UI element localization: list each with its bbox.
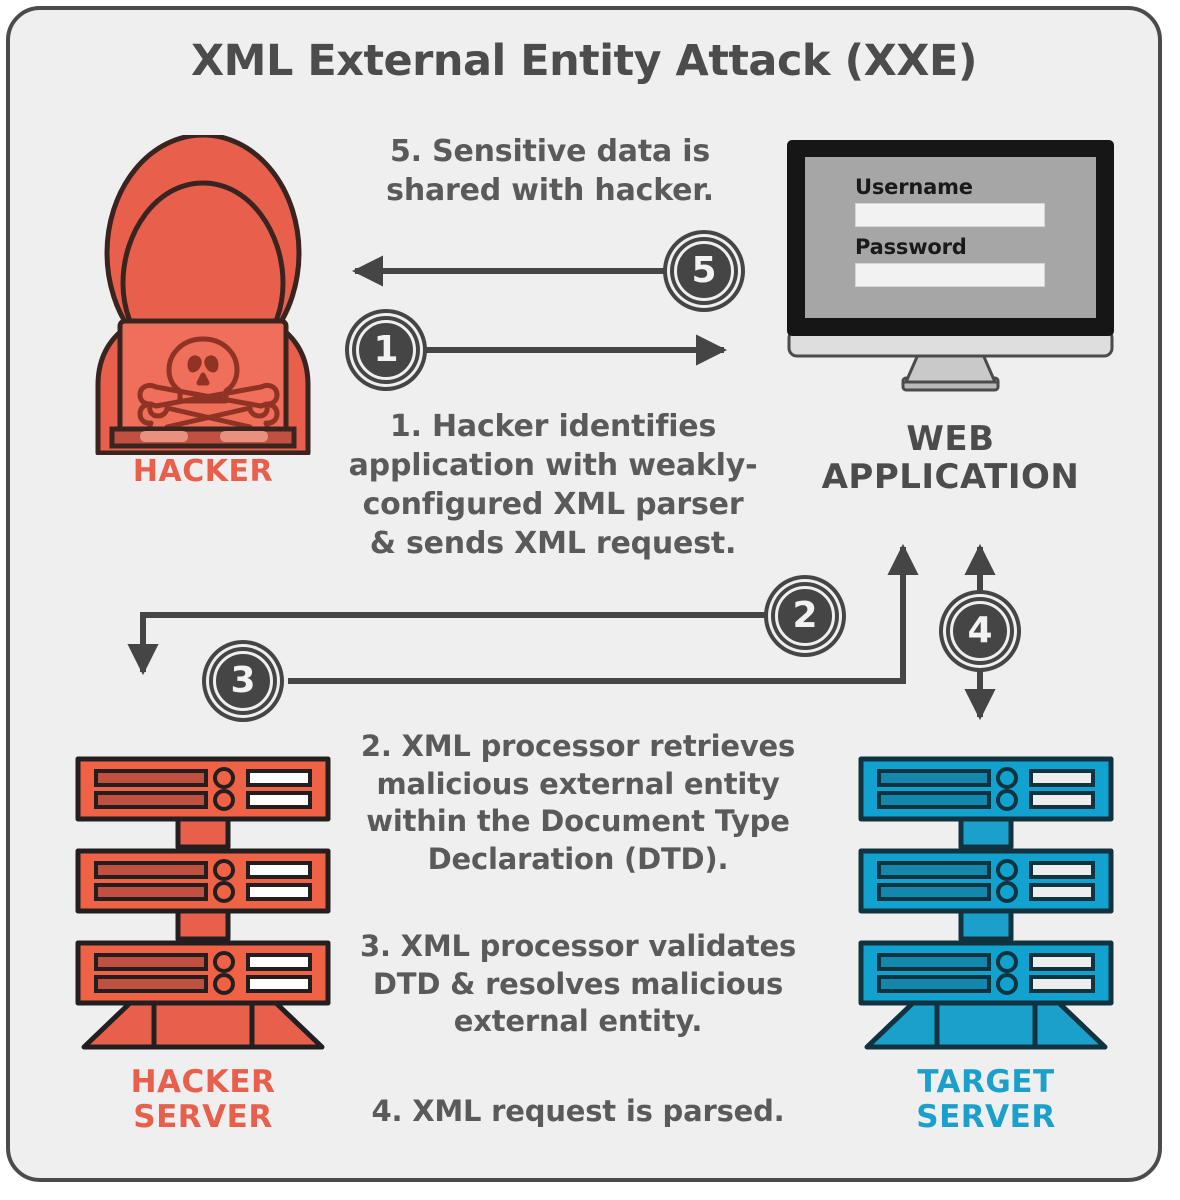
username-input[interactable] <box>855 203 1045 227</box>
badge-step-3-number: 3 <box>230 660 256 701</box>
hacker-label: HACKER <box>132 454 274 489</box>
step-2-text: 2. XML processor retrieves malicious ext… <box>360 729 796 877</box>
hacker-server-label: HACKER SERVER <box>72 1064 334 1136</box>
step-5-text: 5. Sensitive data is shared with hacker. <box>386 134 714 208</box>
web-application-label: WEB APPLICATION <box>783 420 1118 497</box>
hacker-server-icon <box>72 755 334 1055</box>
password-input[interactable] <box>855 263 1045 287</box>
web-application-label-line1: WEB <box>906 419 995 459</box>
badge-step-1-number: 1 <box>373 329 399 370</box>
target-server-label-line1: TARGET <box>917 1064 1055 1100</box>
step-4-text: 4. XML request is parsed. <box>371 1094 785 1128</box>
password-label: Password <box>855 235 967 259</box>
hacker-server-label-line1: HACKER <box>130 1064 276 1100</box>
target-server-label: TARGET SERVER <box>855 1064 1117 1136</box>
page-title: XML External Entity Attack (XXE) <box>191 36 977 86</box>
username-label: Username <box>855 175 973 199</box>
web-application-label-line2: APPLICATION <box>821 457 1080 498</box>
badge-step-3[interactable]: 3 <box>209 647 277 715</box>
step-3-text: 3. XML processor validates DTD & resolve… <box>359 929 797 1039</box>
badge-step-5-number: 5 <box>691 250 717 291</box>
login-form: Username Password <box>855 175 1045 287</box>
step-1-text: 1. Hacker identifies application with we… <box>348 409 758 561</box>
badge-step-4[interactable]: 4 <box>946 597 1014 665</box>
badge-step-4-number: 4 <box>967 610 993 651</box>
target-server-icon <box>855 755 1117 1055</box>
hooded-hacker-icon <box>78 132 328 456</box>
badge-step-1[interactable]: 1 <box>352 316 420 384</box>
badge-step-2[interactable]: 2 <box>771 582 839 650</box>
hacker-server-label-line2: SERVER <box>133 1099 273 1136</box>
target-server-label-line2: SERVER <box>916 1099 1056 1136</box>
badge-step-2-number: 2 <box>792 595 818 636</box>
badge-step-5[interactable]: 5 <box>670 237 738 305</box>
